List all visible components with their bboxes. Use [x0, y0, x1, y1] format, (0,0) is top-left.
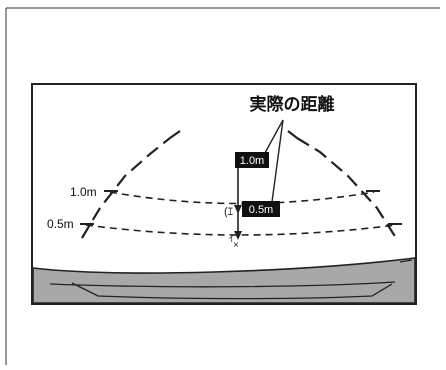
tag-far-bg	[235, 152, 269, 168]
distance-line-near	[85, 224, 397, 236]
measurement-arrow-top	[234, 205, 242, 214]
guide-line-left-cap	[169, 130, 181, 139]
measurement-arrow-bottom	[234, 231, 242, 240]
actual-distance-label: 実際の距離	[250, 94, 335, 114]
guide-line-right-cap	[287, 130, 298, 139]
rear-bumper	[32, 257, 416, 304]
bumper-corner-line	[399, 259, 413, 263]
guide-line-left	[81, 137, 171, 239]
label-far-distance: 1.0m	[70, 185, 97, 199]
tag-near-text: 0.5m	[249, 204, 273, 216]
bumper-line-bottom	[71, 282, 393, 300]
break-mark-lower: ｲ	[229, 234, 234, 245]
cross-mark: ×	[233, 240, 239, 251]
callout-line-near	[271, 119, 284, 203]
tag-far-text: 1.0m	[240, 155, 264, 167]
distance-line-far	[109, 191, 375, 205]
label-near-distance: 0.5m	[47, 217, 74, 231]
guide-line-right	[296, 137, 397, 239]
tag-near-bg	[242, 201, 280, 217]
bumper-line-top	[49, 281, 396, 288]
break-mark-upper: (ｴ	[224, 206, 234, 218]
